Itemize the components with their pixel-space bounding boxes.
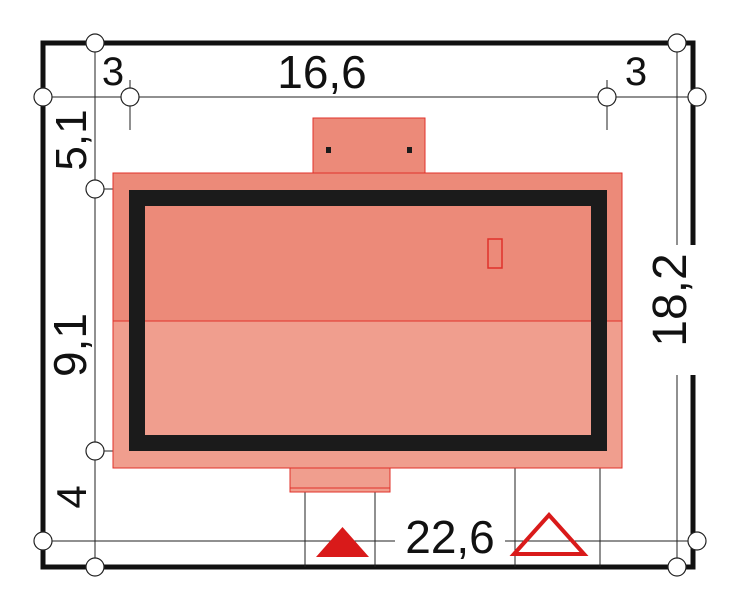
bottom-width-label: 22,6 — [405, 511, 495, 563]
building — [112, 117, 623, 493]
left-bottom-label: 4 — [48, 485, 95, 508]
exterior-walls — [129, 190, 607, 451]
dimension-guides — [40, 40, 700, 570]
annex-post-right — [407, 147, 412, 153]
entrance-filled-triangle-icon — [316, 527, 369, 557]
left-middle-label: 9,1 — [44, 313, 96, 377]
dimension-markers — [33, 33, 707, 577]
top-left-setback-label: 3 — [102, 50, 124, 94]
top-width-label: 16,6 — [277, 46, 367, 98]
top-right-setback-label: 3 — [625, 50, 647, 94]
garage-entrance-outlined-triangle-icon — [509, 512, 589, 556]
annex-post-left — [326, 147, 331, 153]
left-top-label: 5,1 — [47, 109, 96, 170]
right-height-label: 18,2 — [644, 253, 697, 346]
chimney-icon — [487, 238, 503, 269]
